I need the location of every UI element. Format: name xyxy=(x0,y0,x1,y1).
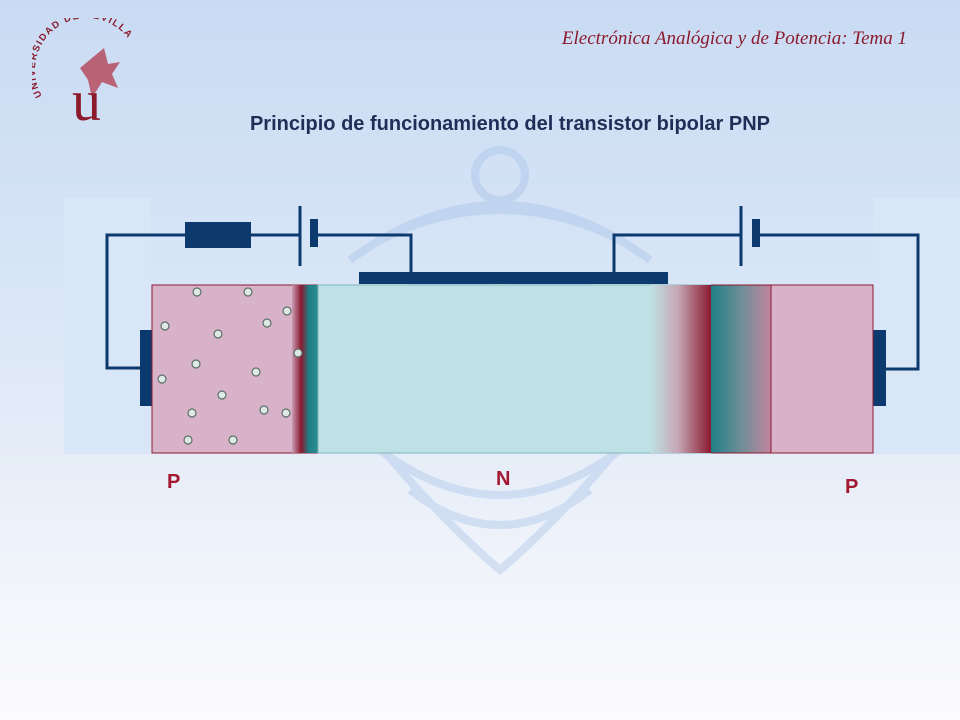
collector-junction xyxy=(711,285,771,453)
course-title: Electrónica Analógica y de Potencia: Tem… xyxy=(561,28,907,49)
emitter-junction xyxy=(292,285,318,453)
collector-p-region xyxy=(770,284,874,454)
battery-icon xyxy=(298,206,318,266)
base-label: N xyxy=(496,468,511,490)
emitter-wire xyxy=(105,233,185,370)
page-title: Principio de funcionamiento del transist… xyxy=(249,113,771,135)
base-contact xyxy=(359,272,668,284)
emitter-contact xyxy=(140,330,153,406)
battery-icon xyxy=(739,206,760,266)
base-n-region xyxy=(317,284,712,454)
emitter-label: P xyxy=(167,471,181,493)
base-depletion xyxy=(650,285,711,453)
university-logo: UNIVERSIDAD DE SEVILLA u xyxy=(27,10,148,130)
holes xyxy=(157,287,303,445)
collector-wire xyxy=(612,233,740,284)
collector-label: P xyxy=(845,476,859,498)
collector-contact xyxy=(872,330,886,406)
resistor-icon xyxy=(185,222,251,248)
logo-crest-icon: UNIVERSIDAD DE SEVILLA xyxy=(27,10,134,100)
